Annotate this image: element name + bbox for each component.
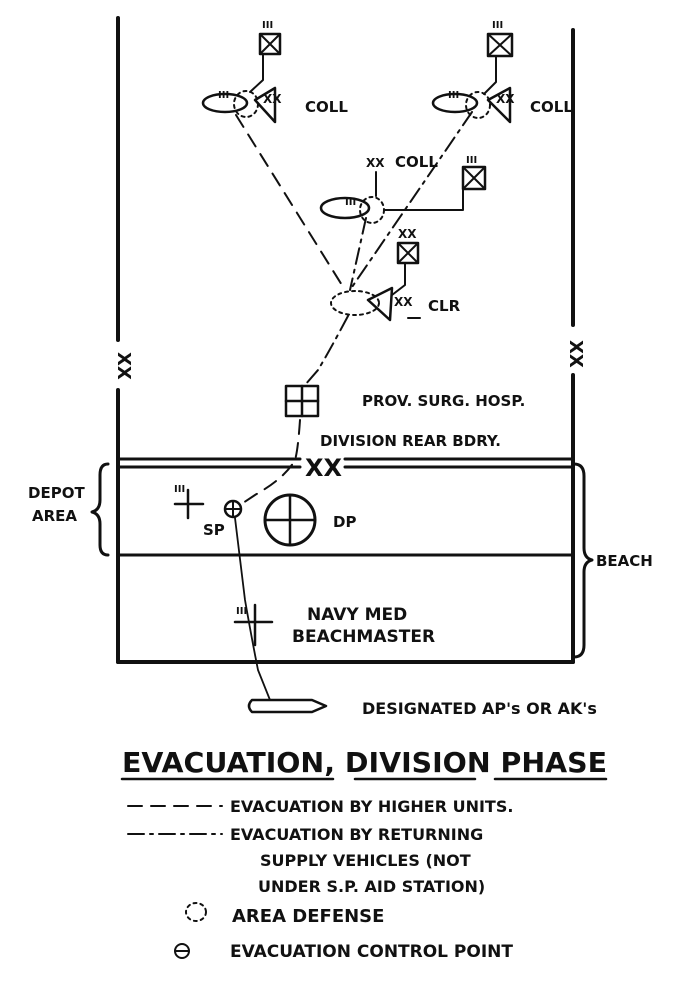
coll-middle-regiment-mark: III	[345, 197, 356, 208]
left-boundary-mark: XX	[113, 352, 134, 380]
right-boundary-mark: XX	[565, 340, 586, 368]
coll-middle-division-mark: XX	[366, 156, 385, 170]
division-rear-boundary	[116, 457, 575, 557]
prov-surg-hosp-symbol	[284, 384, 320, 418]
coll-left-unit-mark: III	[262, 20, 273, 31]
beachmaster-symbol: III	[233, 603, 274, 647]
clr-box-mark: XX	[398, 227, 417, 241]
division-rear-bdry-label: DIVISION REAR BDRY.	[320, 432, 501, 450]
legend-area-defense: AREA DEFENSE	[232, 906, 384, 927]
coll-right-label: COLL	[530, 98, 573, 116]
coll-middle-label: COLL	[395, 153, 438, 171]
coll-left-group: III III XX COLL	[201, 20, 348, 124]
ship-symbol	[247, 698, 328, 714]
coll-right-division-mark: XX	[496, 92, 515, 106]
coll-left-division-mark: XX	[263, 92, 282, 106]
beach-label: BEACH	[596, 552, 653, 570]
division-boundaries	[116, 16, 575, 664]
legend-control-point: EVACUATION CONTROL POINT	[230, 942, 513, 962]
legend: EVACUATION BY HIGHER UNITS. EVACUATION B…	[127, 797, 513, 962]
beachmaster-label: BEACHMASTER	[292, 627, 435, 647]
depot-symbols: III	[173, 484, 317, 547]
coll-right-unit-mark: III	[492, 20, 503, 31]
evacuation-routes	[234, 111, 473, 701]
rear-boundary-mark: XX	[305, 454, 343, 482]
coll-middle-box-mark: III	[466, 155, 477, 166]
coll-middle-group: XX COLL III III	[319, 153, 487, 224]
legend-area-defense-icon	[185, 902, 207, 922]
designated-ships-label: DESIGNATED AP's OR AK's	[362, 699, 597, 718]
depot-area-brace	[90, 462, 110, 557]
coll-right-regiment-mark: III	[448, 90, 459, 101]
clr-group: XX XX CLR	[330, 227, 461, 322]
coll-right-group: III III XX COLL	[431, 20, 573, 124]
dp-label: DP	[333, 513, 356, 531]
depot-area-label-2: AREA	[32, 507, 77, 525]
coll-left-regiment-mark: III	[218, 90, 229, 101]
diagram-title: EVACUATION, DIVISION PHASE	[122, 746, 607, 779]
clr-division-mark: XX	[394, 295, 413, 309]
coll-left-label: COLL	[305, 98, 348, 116]
sp-unit-mark: III	[174, 484, 185, 495]
legend-higher-units: EVACUATION BY HIGHER UNITS.	[230, 797, 513, 816]
legend-returning-supply-1: EVACUATION BY RETURNING	[230, 825, 483, 844]
depot-area-label-1: DEPOT	[28, 484, 85, 502]
navy-med-label: NAVY MED	[307, 605, 407, 625]
beach-brace	[572, 462, 594, 659]
clr-label: CLR	[428, 297, 461, 315]
sp-label: SP	[203, 521, 225, 539]
beachmaster-unit-mark: III	[236, 606, 247, 617]
legend-returning-supply-2: SUPPLY VEHICLES (NOT	[260, 851, 471, 870]
prov-surg-hosp-label: PROV. SURG. HOSP.	[362, 392, 525, 410]
legend-returning-supply-3: UNDER S.P. AID STATION)	[258, 877, 485, 896]
